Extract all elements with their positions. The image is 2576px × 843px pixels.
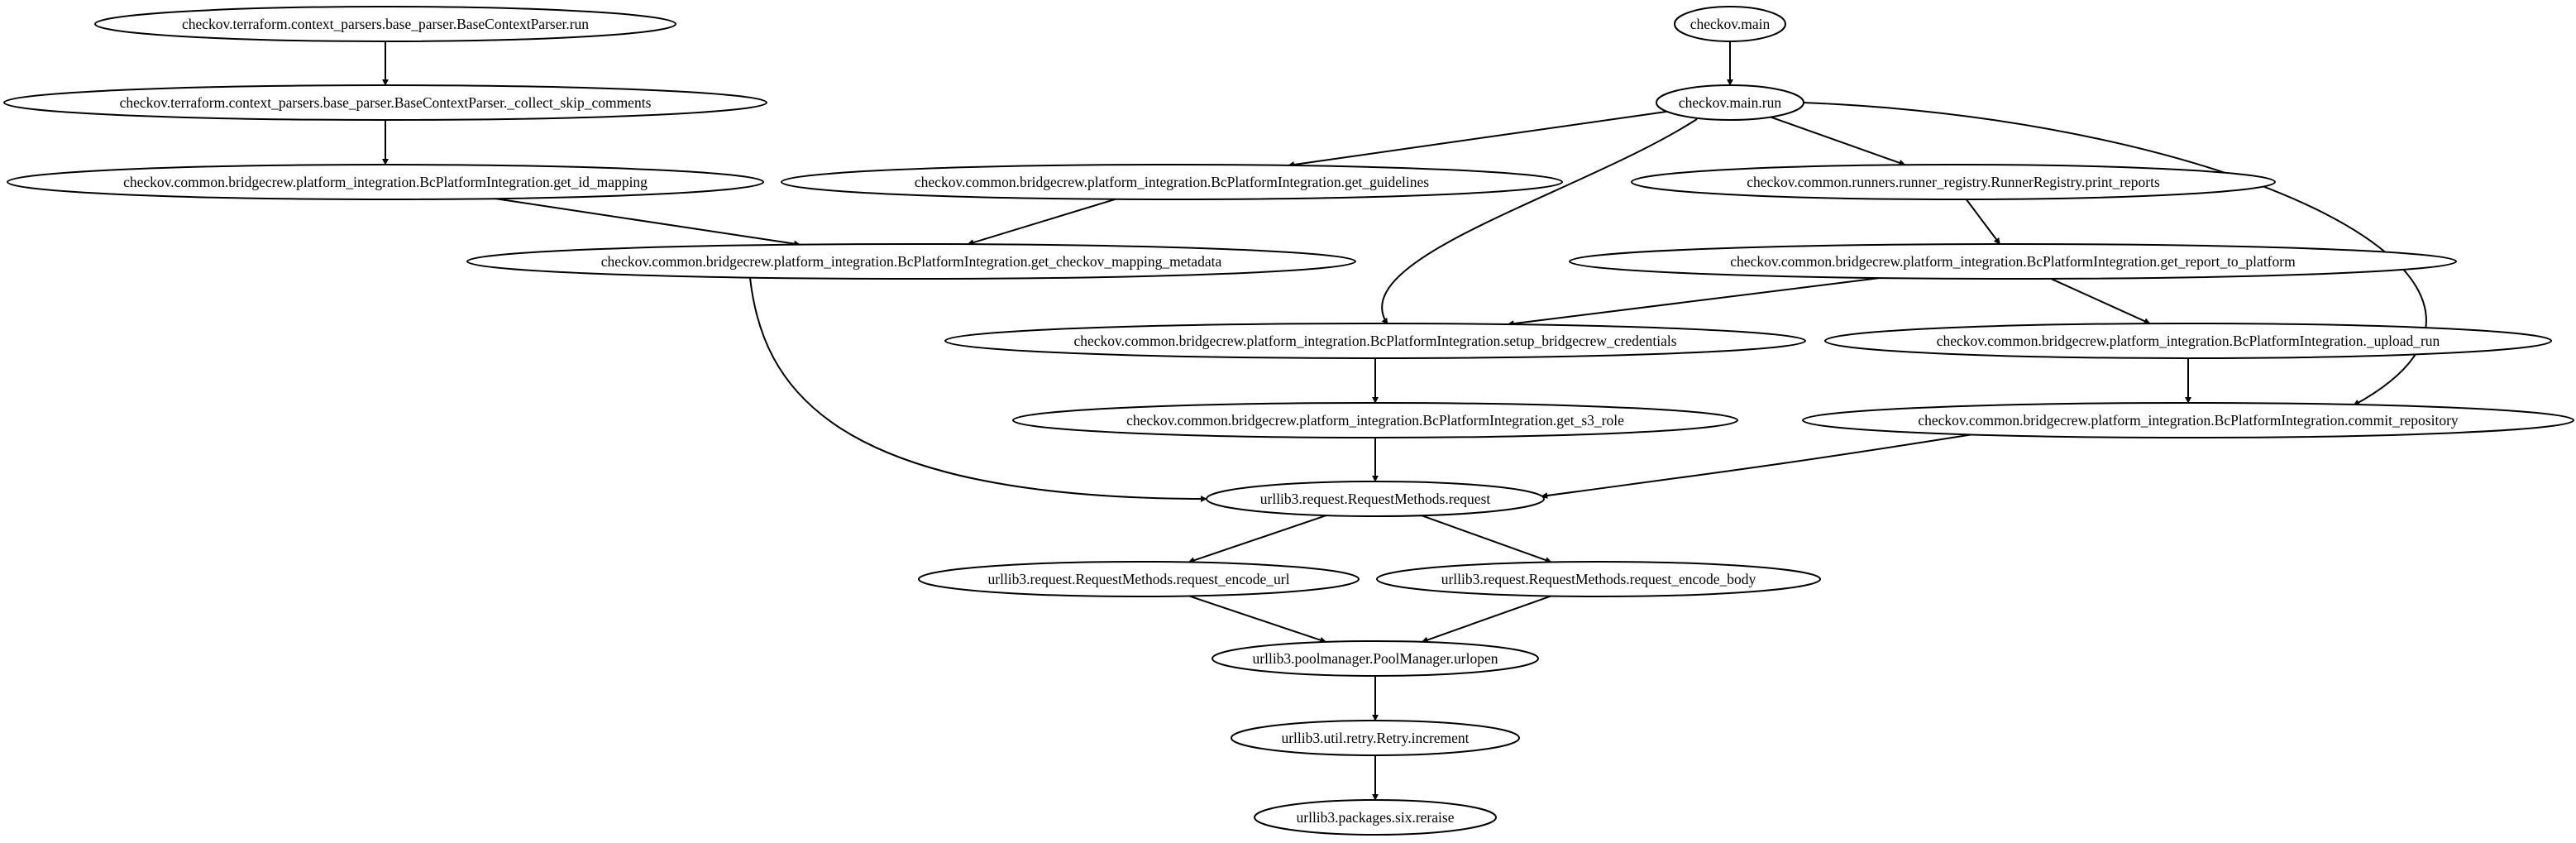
node-label: checkov.common.bridgecrew.platform_integ… [601, 253, 1222, 270]
node-ellipse [918, 561, 1360, 597]
node-label: urllib3.packages.six.reraise [1297, 809, 1455, 826]
node-ellipse [1212, 640, 1539, 677]
edge-request-to-encode_url [1188, 515, 1327, 564]
node-main-run: checkov.main.run [1656, 84, 1804, 121]
node-label: checkov.common.bridgecrew.platform_integ… [915, 174, 1429, 190]
node-label: urllib3.request.RequestMethods.request_e… [1441, 571, 1756, 587]
node-label: urllib3.request.RequestMethods.request [1260, 491, 1491, 507]
node-label: checkov.main [1690, 16, 1771, 32]
node-label: urllib3.poolmanager.PoolManager.urlopen [1253, 650, 1498, 667]
node-ellipse [3, 84, 767, 121]
node-ellipse [466, 243, 1356, 280]
node-label: urllib3.util.retry.Retry.increment [1281, 730, 1469, 746]
edge-report_to_platform-to-upload_run [2050, 278, 2151, 325]
edge-encode_body-to-urlopen [1421, 595, 1551, 644]
edge-report_to_platform-to-setup_creds [1507, 277, 1881, 328]
edge-mapping_metadata-to-request [749, 277, 1207, 502]
node-ellipse [1569, 243, 2457, 280]
node-label: checkov.common.bridgecrew.platform_integ… [1918, 412, 2459, 429]
node-print-reports: checkov.common.runners.runner_registry.R… [1631, 164, 2276, 200]
node-ellipse [94, 6, 676, 42]
node-label: checkov.common.bridgecrew.platform_integ… [1073, 333, 1676, 349]
node-request: urllib3.request.RequestMethods.request [1206, 481, 1545, 517]
node-label: checkov.main.run [1679, 94, 1781, 111]
node-setup-creds: checkov.common.bridgecrew.platform_integ… [944, 323, 1806, 359]
node-ellipse [1254, 799, 1497, 836]
node-reraise: urllib3.packages.six.reraise [1254, 799, 1497, 836]
edge-get_guidelines-to-mapping_metadata [967, 198, 1116, 246]
edge-main_run-to-setup_creds [1381, 118, 1698, 325]
node-main: checkov.main [1674, 6, 1786, 42]
node-s3-role: checkov.common.bridgecrew.platform_integ… [1012, 402, 1738, 438]
node-increment: urllib3.util.retry.Retry.increment [1231, 720, 1520, 756]
edge-main_run-to-print_reports [1770, 116, 1906, 166]
node-commit-repo: checkov.common.bridgecrew.platform_integ… [1802, 402, 2574, 438]
node-base-run: checkov.terraform.context_parsers.base_p… [94, 6, 676, 42]
node-urlopen: urllib3.poolmanager.PoolManager.urlopen [1212, 640, 1539, 677]
node-label: checkov.common.bridgecrew.platform_integ… [1730, 253, 2296, 270]
node-ellipse [1376, 561, 1821, 597]
node-label: checkov.common.bridgecrew.platform_integ… [123, 174, 648, 190]
node-upload-run: checkov.common.bridgecrew.platform_integ… [1824, 323, 2552, 359]
node-label: checkov.terraform.context_parsers.base_p… [182, 16, 589, 32]
node-ellipse [1206, 481, 1545, 517]
edge-get_id_mapping-to-mapping_metadata [495, 198, 801, 247]
edge-main_run-to-get_guidelines [1288, 110, 1667, 168]
node-ellipse [944, 323, 1806, 359]
node-label: checkov.common.bridgecrew.platform_integ… [1937, 333, 2440, 349]
node-label: urllib3.request.RequestMethods.request_e… [988, 571, 1290, 587]
node-ellipse [1824, 323, 2552, 359]
node-ellipse [1012, 402, 1738, 438]
node-get-guidelines: checkov.common.bridgecrew.platform_integ… [781, 164, 1563, 200]
node-ellipse [1656, 84, 1804, 121]
node-ellipse [1802, 402, 2574, 438]
node-mapping-metadata: checkov.common.bridgecrew.platform_integ… [466, 243, 1356, 280]
node-report-to-platform: checkov.common.bridgecrew.platform_integ… [1569, 243, 2457, 280]
node-encode-body: urllib3.request.RequestMethods.request_e… [1376, 561, 1821, 597]
node-collect-skip: checkov.terraform.context_parsers.base_p… [3, 84, 767, 121]
node-ellipse [1631, 164, 2276, 200]
node-encode-url: urllib3.request.RequestMethods.request_e… [918, 561, 1360, 597]
node-ellipse [1231, 720, 1520, 756]
node-ellipse [7, 164, 764, 200]
edge-print_reports-to-report_to_platform [1965, 199, 2001, 245]
edge-commit_repo-to-request [1541, 433, 1974, 499]
edge-encode_url-to-urlopen [1188, 595, 1327, 644]
node-ellipse [781, 164, 1563, 200]
node-label: checkov.common.bridgecrew.platform_integ… [1126, 412, 1624, 429]
node-label: checkov.terraform.context_parsers.base_p… [120, 94, 652, 111]
node-ellipse [1674, 6, 1786, 42]
nodes-layer: checkov.terraform.context_parsers.base_p… [3, 6, 2574, 836]
node-label: checkov.common.runners.runner_registry.R… [1747, 174, 2160, 190]
node-get-id-mapping: checkov.common.bridgecrew.platform_integ… [7, 164, 764, 200]
edge-request-to-encode_body [1421, 515, 1552, 563]
